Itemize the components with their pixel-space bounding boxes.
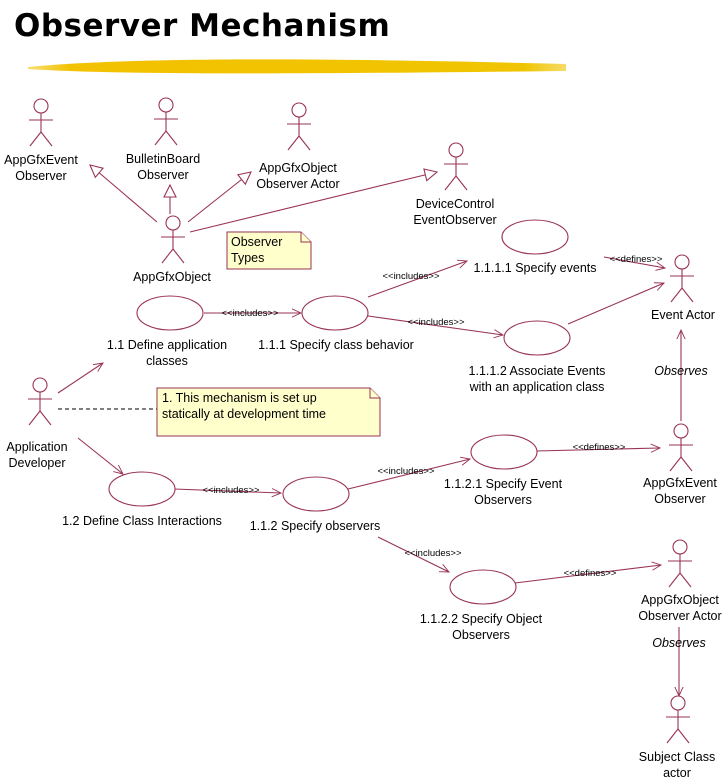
actor-icon (28, 98, 54, 147)
actor-icon (153, 97, 179, 146)
static-mechanism-note (156, 387, 381, 437)
association-line (77, 437, 123, 474)
includes-line (367, 261, 467, 298)
use-case-ellipse (470, 434, 538, 470)
actor-icon (160, 215, 186, 264)
defines-line (514, 565, 661, 584)
defines-label: <<defines>> (564, 568, 617, 579)
includes-label: <<includes>> (221, 308, 278, 319)
generalization-line (189, 172, 437, 233)
includes-line (347, 459, 470, 490)
defines-label: <<defines>> (573, 442, 626, 453)
actor-icon (443, 142, 469, 191)
actor-icon (665, 695, 691, 744)
generalization-line (90, 165, 158, 223)
observes-label: Observes (654, 364, 708, 378)
use-case-label-1-1-1-1: 1.1.1.1 Specify events (474, 261, 597, 275)
title-underline (28, 59, 566, 74)
actor-icon (668, 423, 694, 472)
use-case-ellipse (503, 320, 571, 356)
actor-icon (286, 102, 312, 151)
association-line (567, 283, 664, 325)
includes-line (377, 536, 449, 573)
includes-label: <<includes>> (407, 317, 464, 328)
page-title: Observer Mechanism (14, 8, 391, 44)
defines-line (535, 448, 660, 451)
includes-line (173, 489, 281, 493)
use-case-label-1-2: 1.2 Define Class Interactions (62, 514, 222, 528)
includes-label: <<includes>> (202, 485, 259, 496)
use-case-label-1-1-2: 1.1.2 Specify observers (250, 519, 381, 533)
actor-icon (27, 377, 53, 426)
use-case-ellipse (501, 219, 569, 255)
association-line (57, 363, 103, 394)
actor-label-event-actor: Event Actor (651, 308, 715, 322)
actor-icon (669, 254, 695, 303)
use-case-ellipse (449, 569, 517, 605)
use-case-ellipse (136, 295, 204, 331)
actor-label-appgfxobject: AppGfxObject (133, 270, 211, 284)
use-case-label-1-1-1: 1.1.1 Specify class behavior (258, 338, 414, 352)
observes-label: Observes (652, 636, 706, 650)
use-case-ellipse (301, 295, 369, 331)
includes-line (367, 315, 503, 335)
use-case-ellipse (282, 476, 350, 512)
includes-label: <<includes>> (382, 271, 439, 282)
use-case-ellipse (108, 471, 176, 507)
actor-icon (667, 539, 693, 588)
generalization-line (187, 172, 251, 223)
defines-label: <<defines>> (610, 254, 663, 265)
includes-label: <<includes>> (377, 466, 434, 477)
defines-line (603, 256, 665, 268)
includes-label: <<includes>> (404, 548, 461, 559)
observer-types-note (226, 231, 312, 270)
